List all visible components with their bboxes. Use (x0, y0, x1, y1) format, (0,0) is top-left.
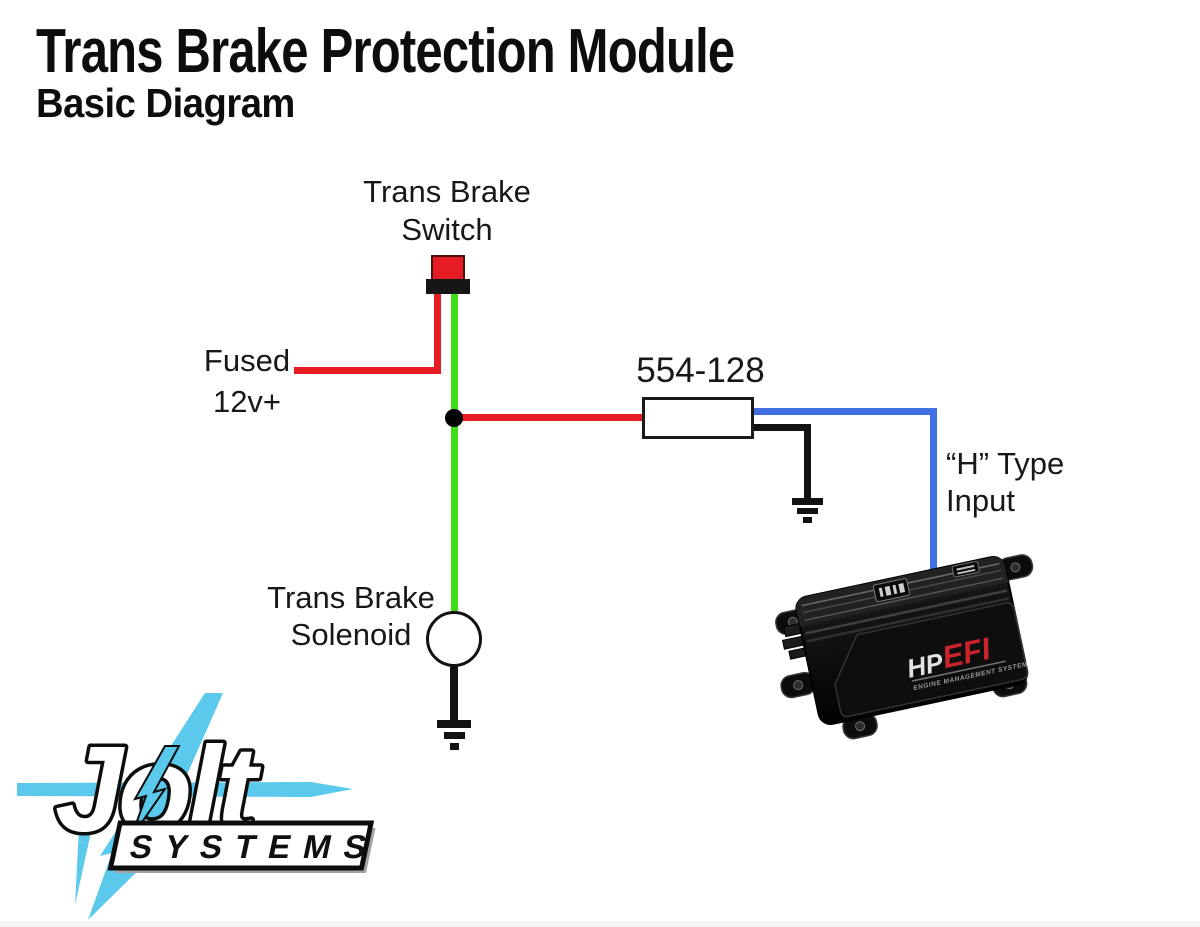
trans-brake-switch-base (426, 279, 470, 294)
part-number-label: 554-128 (636, 351, 765, 390)
logo-lightning-shard (75, 823, 93, 905)
logo-sub-brand: SYSTEMS (126, 829, 382, 866)
label-line: “H” Type (946, 446, 1065, 481)
label-line: Switch (401, 212, 493, 247)
module-brand-rule (911, 660, 1006, 682)
module-ridge (805, 589, 1008, 635)
protection-module-box (642, 397, 754, 439)
blue-wire-vertical (930, 408, 937, 574)
red-wire-fused-horizontal (294, 367, 441, 374)
ground-symbol-module (797, 508, 818, 514)
label-line: Fused (203, 343, 291, 378)
wire-junction-dot (445, 409, 463, 427)
fused-12v-label: Fused 12v+ (167, 340, 327, 422)
jolt-systems-logo: Jolt SYSTEMS (17, 693, 383, 920)
ground-symbol-solenoid (450, 743, 459, 750)
trans-brake-switch-label: Trans Brake Switch (322, 173, 572, 249)
hp-efi-ecu-image: HP EFI ENGINE MANAGEMENT SYSTEM (775, 554, 1034, 740)
black-wire-horizontal (754, 424, 811, 431)
logo-swoosh-horizontal (17, 782, 353, 797)
label-line: Trans Brake (363, 174, 531, 209)
page-bottom-edge (0, 921, 1200, 927)
red-wire-junction-horizontal (454, 414, 644, 421)
module-connector-band (796, 556, 1009, 627)
module-ridge (806, 597, 1010, 643)
black-wire-vertical (804, 424, 811, 501)
blue-wire-horizontal (754, 408, 937, 415)
ground-symbol-module (792, 498, 823, 505)
trans-brake-switch-button (431, 255, 465, 282)
logo-banner (107, 820, 375, 871)
label-line: Solenoid (290, 617, 412, 652)
label-line: Trans Brake (267, 580, 435, 615)
label-line: 12v+ (212, 384, 282, 419)
page-title: Trans Brake Protection Module (36, 17, 735, 86)
label-line: Input (946, 483, 1015, 518)
ground-symbol-solenoid (437, 720, 471, 728)
h-type-input-label: “H” Type Input (946, 445, 1116, 519)
trans-brake-solenoid-label: Trans Brake Solenoid (240, 579, 462, 653)
ground-symbol-module (803, 517, 812, 523)
red-wire-switch-vertical (434, 292, 441, 374)
green-wire-vertical (451, 292, 458, 614)
black-wire-solenoid-vertical (450, 664, 458, 723)
page-subtitle: Basic Diagram (36, 80, 295, 126)
module-side-connector (781, 622, 809, 660)
module-lid (834, 602, 1029, 718)
ground-symbol-solenoid (444, 732, 465, 739)
logo-o-bolt-icon (130, 745, 181, 839)
